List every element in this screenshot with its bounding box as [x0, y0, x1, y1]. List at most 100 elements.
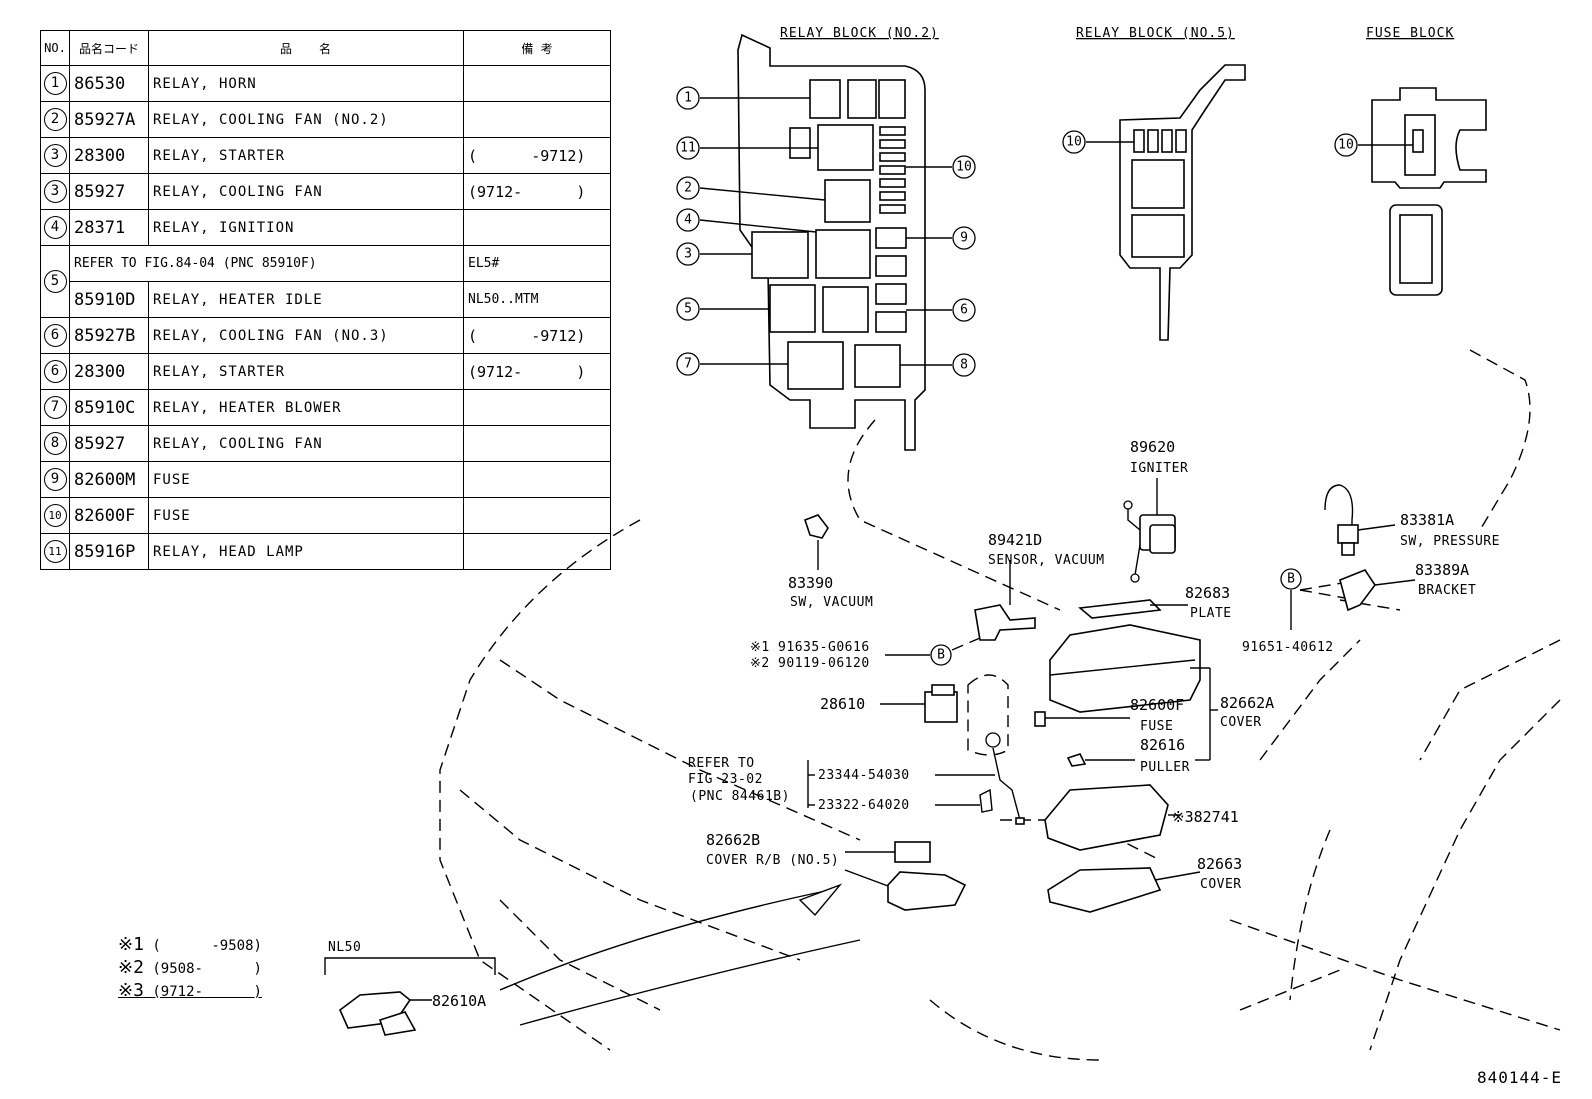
row-code: 28300 [69, 137, 149, 174]
table-header-row: NO. 品名コード 品 名 備 考 [40, 30, 611, 66]
row-no-circle: 3 [43, 180, 67, 203]
row-no-circle: 5 [43, 270, 67, 293]
callout-4: 4 [684, 213, 692, 228]
row-code: 28300 [69, 353, 149, 390]
callout-11: 11 [680, 141, 696, 156]
part-82683: 82683 [1185, 584, 1230, 602]
callout-10: 10 [956, 160, 972, 175]
part-82663: 82663 [1197, 855, 1242, 873]
callout-7: 7 [684, 357, 692, 372]
refer-line-2: FIG 23-02 [688, 772, 763, 787]
row-code: 82600M [69, 461, 149, 498]
part-89421D: 89421D [988, 531, 1042, 549]
vacuum-sensor-drawing [974, 560, 1036, 641]
part-83381A: 83381A [1400, 511, 1454, 529]
callout-2: 2 [684, 181, 692, 196]
part-bolt-1: ※1 91635-G0616 [750, 640, 870, 655]
row-note [463, 209, 611, 246]
row-code: 85910C [69, 389, 149, 426]
note-mark: ※2 [118, 957, 144, 978]
relay-28610-drawing [880, 684, 958, 723]
part-83389A: 83389A [1415, 561, 1469, 579]
row-code: 85927A [69, 101, 149, 138]
row-note [463, 425, 611, 462]
row-code: 85910D [69, 281, 149, 318]
row-name: RELAY, HORN [148, 65, 464, 102]
row-no-circle: 7 [43, 396, 67, 419]
row-no-circle: 2 [43, 108, 67, 131]
row-name: RELAY, STARTER [148, 353, 464, 390]
row-code: 85927B [69, 317, 149, 354]
callout-6: 6 [960, 303, 968, 318]
car-body-outline [439, 349, 1561, 1061]
pressure-switch-drawing [1324, 484, 1396, 556]
part-91651-40612: 91651-40612 [1242, 640, 1334, 655]
row-no-circle: 8 [43, 432, 67, 455]
cover-82663-drawing [1047, 867, 1201, 913]
vacuum-switch-drawing [803, 514, 829, 570]
callout-b-right: B [1287, 572, 1295, 587]
igniter-drawing [1123, 478, 1176, 583]
part-82663-name: COVER [1200, 877, 1242, 892]
row-note: NL50..MTM [463, 281, 611, 318]
connector-82610A-drawing [339, 991, 432, 1036]
part-83390: 83390 [788, 574, 833, 592]
relay-bracket-drawing [844, 869, 967, 911]
fuse-slots [875, 126, 907, 333]
part-82600F: 82600F [1130, 696, 1184, 714]
row-no-circle: 9 [43, 468, 67, 491]
refer-line-3: (PNC 84461B) [690, 789, 790, 804]
header-no: NO. [40, 30, 70, 66]
callout-5: 5 [684, 302, 692, 317]
note-text: (9508- ) [152, 961, 262, 977]
header-code: 品名コード [69, 30, 149, 66]
notes-legend: ※1 ( -9508)※2 (9508- )※3 (9712- ) [118, 934, 262, 1003]
row-name: RELAY, COOLING FAN (NO.3) [148, 317, 464, 354]
fuse-drawing [1034, 711, 1046, 727]
note-text: (9712- ) [152, 984, 262, 1000]
part-82662A-name: COVER [1220, 715, 1262, 730]
note-item: ※1 ( -9508) [118, 934, 262, 957]
part-82616: 82616 [1140, 736, 1185, 754]
row-note: ( -9712) [463, 317, 611, 354]
bracket-drawing [1299, 569, 1416, 612]
part-89620-name: IGNITER [1130, 461, 1188, 476]
callout-b-left: B [937, 648, 945, 663]
note-mark: ※3 [118, 980, 144, 1001]
cover-82662B-drawing [894, 841, 931, 863]
part-89620: 89620 [1130, 438, 1175, 456]
relay-block-2-drawing [699, 33, 952, 451]
part-83381A-name: SW, PRESSURE [1400, 534, 1500, 549]
main-fuse-box-drawing [1049, 624, 1218, 761]
note-mark: ※1 [118, 934, 144, 955]
row-no: 3 [40, 137, 70, 174]
row-no-circle: 4 [43, 216, 67, 239]
part-82662B: 82662B [706, 831, 760, 849]
note-text: ( -9508) [152, 938, 262, 954]
relay-block-2-title: RELAY BLOCK (NO.2) [780, 26, 939, 41]
row-note [463, 101, 611, 138]
row-no-circle: 6 [43, 324, 67, 347]
callout-10-fuse: 10 [1338, 138, 1354, 153]
row-code: 85916P [69, 533, 149, 570]
note-item: ※2 (9508- ) [118, 957, 262, 980]
refer-line-1: REFER TO [688, 756, 755, 771]
row-no: 6 [40, 353, 70, 390]
row-no-circle: 11 [43, 540, 67, 563]
fuse-block-title: FUSE BLOCK [1366, 26, 1454, 41]
row-note [463, 461, 611, 498]
row-no: 4 [40, 209, 70, 246]
row-name: RELAY, COOLING FAN (NO.2) [148, 101, 464, 138]
figure-code: 840144-E [1476, 1068, 1562, 1087]
row-refer: REFER TO FIG.84-04 (PNC 85910F) [69, 245, 464, 282]
puller-drawing [1066, 753, 1087, 767]
callout-1: 1 [684, 91, 692, 106]
